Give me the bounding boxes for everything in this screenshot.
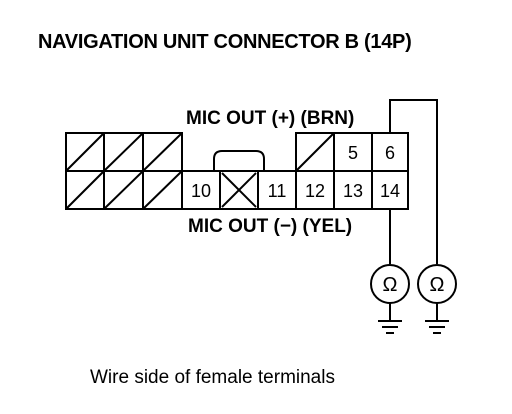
mic-out-minus-label: MIC OUT (−) (YEL) [188,216,353,237]
terminal-row-bottom [181,170,409,210]
terminal-row-top [295,132,409,172]
terminal-12: 12 [305,181,325,201]
locking-tab [213,150,265,171]
terminal-5: 5 [348,143,358,163]
ground-icon [378,320,402,334]
terminal-6: 6 [385,143,395,163]
diagram-caption: Wire side of female terminals [90,367,335,388]
diagram-title: NAVIGATION UNIT CONNECTOR B (14P) [38,31,412,53]
mic-out-plus-label: MIC OUT (+) (BRN) [186,108,355,129]
blank-cavity-x [221,172,257,208]
blank-cavity-block [65,132,183,210]
ohm-symbol: Ω [430,274,445,296]
ohm-symbol: Ω [383,274,398,296]
probe-wire-plus [389,99,438,264]
terminal-13: 13 [343,181,363,201]
terminal-14: 14 [380,181,400,201]
ground-icon [425,320,449,334]
terminal-11: 11 [268,181,287,201]
terminal-10: 10 [191,181,211,201]
